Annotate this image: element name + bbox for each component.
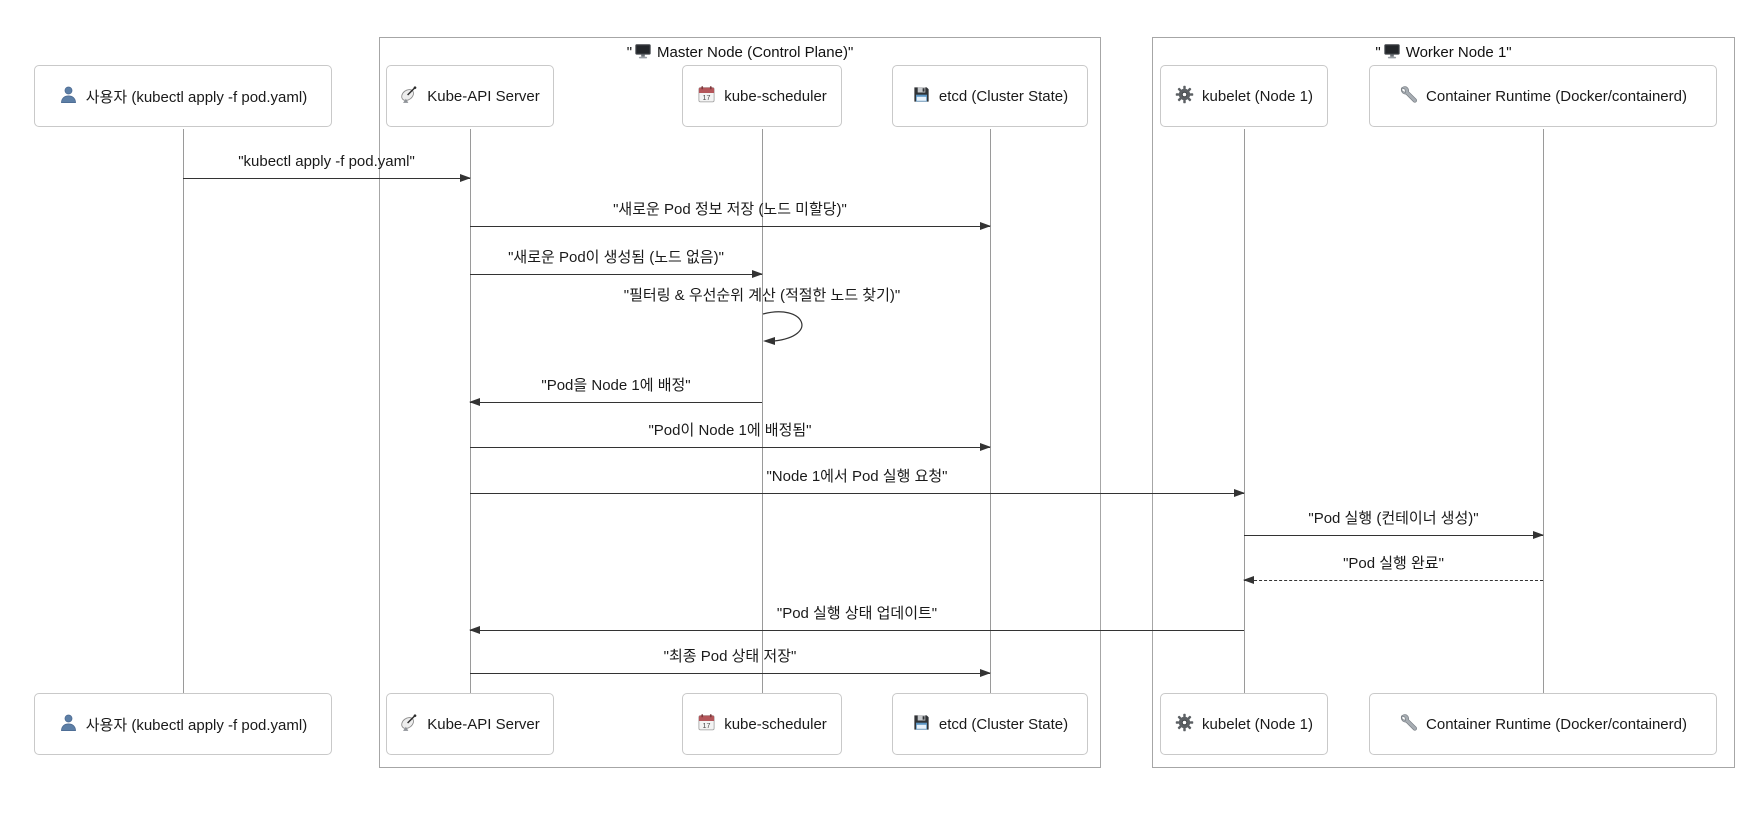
message-run-pod-create-container: "Pod 실행 (컨테이너 생성)" [1244,508,1544,539]
participant-api-server-top: Kube-API Server [386,65,554,127]
message-store-new-pod: "새로운 Pod 정보 저장 (노드 미할당)" [470,199,991,230]
satellite-icon [400,85,419,108]
participant-container-runtime-label: Container Runtime (Docker/containerd) [1426,87,1687,105]
message-save-final-pod-state: "최종 Pod 상태 저장" [470,646,991,677]
participant-api-server-bottom: Kube-API Server [386,693,554,755]
frame-master-node: "Master Node (Control Plane)" [379,37,1101,768]
participant-api-server-label: Kube-API Server [427,715,540,733]
arrow-right [470,222,991,230]
frame-master-label: Master Node (Control Plane) [657,44,848,61]
message-run-pod-request: "Node 1에서 Pod 실행 요청" [470,466,1245,497]
message-kubectl-apply: "kubectl apply -f pod.yaml" [183,151,471,182]
message-label: "Pod이 Node 1에 배정됨" [648,422,812,439]
message-label: "Pod 실행 완료" [1343,555,1444,572]
message-label: "새로운 Pod 정보 저장 (노드 미할당)" [613,201,847,218]
floppy-disk-icon [912,713,931,736]
arrow-left [469,626,1244,634]
arrow-right [470,669,991,677]
svg-text:17: 17 [703,721,711,729]
message-label: "최종 Pod 상태 저장" [663,648,797,665]
wrench-icon [1399,713,1418,736]
quote-char: " [626,44,633,61]
frame-worker-node: "Worker Node 1" [1152,37,1735,768]
message-new-pod-created: "새로운 Pod이 생성됨 (노드 없음)" [470,247,763,278]
lifeline-user [183,129,184,693]
satellite-icon [400,713,419,736]
message-label: "Pod 실행 상태 업데이트" [776,605,938,622]
message-filtering-label: "필터링 & 우선순위 계산 (적절한 노드 찾기)" [623,287,901,304]
gear-icon [1175,85,1194,108]
arrow-right [470,270,763,278]
message-label: "새로운 Pod이 생성됨 (노드 없음)" [508,249,724,266]
participant-container-runtime-bottom: Container Runtime (Docker/containerd) [1369,693,1717,755]
lifeline-kubelet [1244,129,1245,693]
message-pod-assigned: "Pod이 Node 1에 배정됨" [470,420,991,451]
message-label: "Pod 실행 (컨테이너 생성)" [1308,510,1479,527]
monitor-icon [634,42,652,64]
quote-char: " [1375,44,1381,61]
arrow-left [469,398,762,406]
participant-user-bottom: 사용자 (kubectl apply -f pod.yaml) [34,693,332,755]
self-loop-arrow [762,311,803,345]
calendar-icon: 17 [697,85,716,108]
svg-text:17: 17 [703,93,711,101]
participant-user-label: 사용자 (kubectl apply -f pod.yaml) [85,88,308,106]
participant-container-runtime-label: Container Runtime (Docker/containerd) [1426,715,1687,733]
quote-char: " [1506,44,1512,61]
quote-char: " [847,44,854,61]
message-label: "kubectl apply -f pod.yaml" [238,153,415,170]
person-icon [59,713,78,736]
lifeline-api-server [470,129,471,693]
message-label: "Node 1에서 Pod 실행 요청" [766,468,948,485]
participant-container-runtime-top: Container Runtime (Docker/containerd) [1369,65,1717,127]
participant-kube-scheduler-top: 17 kube-scheduler [682,65,842,127]
message-pod-run-complete: "Pod 실행 완료" [1243,553,1543,584]
participant-api-server-label: Kube-API Server [427,87,540,105]
participant-kubelet-bottom: kubelet (Node 1) [1160,693,1328,755]
wrench-icon [1399,85,1418,108]
participant-kubelet-label: kubelet (Node 1) [1202,87,1313,105]
lifeline-container-runtime [1543,129,1544,693]
participant-kube-scheduler-label: kube-scheduler [724,87,827,105]
participant-etcd-top: etcd (Cluster State) [892,65,1088,127]
message-assign-pod-node1: "Pod을 Node 1에 배정" [469,375,762,406]
participant-kubelet-top: kubelet (Node 1) [1160,65,1328,127]
participant-kube-scheduler-bottom: 17 kube-scheduler [682,693,842,755]
gear-icon [1175,713,1194,736]
arrow-left-dashed [1243,576,1543,584]
monitor-icon [1383,42,1401,64]
frame-worker-label: Worker Node 1 [1405,44,1507,61]
lifeline-etcd [990,129,991,693]
participant-kube-scheduler-label: kube-scheduler [724,715,827,733]
person-icon [59,85,78,108]
arrow-right [470,443,991,451]
frame-worker-title: "Worker Node 1" [1153,42,1734,64]
message-label: "Pod을 Node 1에 배정" [541,377,691,394]
participant-etcd-label: etcd (Cluster State) [938,87,1069,105]
participant-etcd-label: etcd (Cluster State) [938,715,1069,733]
calendar-icon: 17 [697,713,716,736]
arrow-right [1244,531,1544,539]
message-pod-status-update: "Pod 실행 상태 업데이트" [469,603,1244,634]
participant-user-label: 사용자 (kubectl apply -f pod.yaml) [85,716,308,734]
floppy-disk-icon [912,85,931,108]
lifeline-kube-scheduler [762,129,763,693]
frame-master-title: "Master Node (Control Plane)" [380,42,1100,64]
arrow-right [183,174,471,182]
participant-user-top: 사용자 (kubectl apply -f pod.yaml) [34,65,332,127]
arrow-right [470,489,1245,497]
participant-etcd-bottom: etcd (Cluster State) [892,693,1088,755]
participant-kubelet-label: kubelet (Node 1) [1202,715,1313,733]
